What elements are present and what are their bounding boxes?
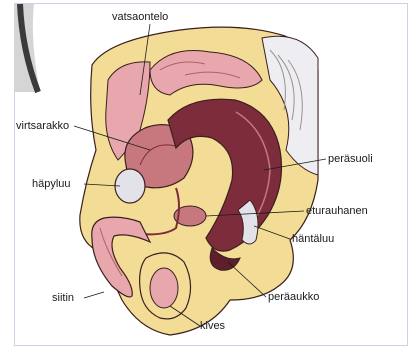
label-vatsaontelo: vatsaontelo <box>112 11 168 23</box>
label-perasuoli: peräsuoli <box>328 153 373 165</box>
label-eturauhanen: eturauhanen <box>306 205 368 217</box>
testis <box>150 268 178 308</box>
leader-siitin <box>84 292 104 298</box>
label-hapyluu: häpyluu <box>32 178 71 190</box>
label-kives: kives <box>200 320 225 332</box>
label-hantaluu: häntäluu <box>292 233 334 245</box>
label-virtsarakko: virtsarakko <box>16 120 69 132</box>
label-peraaukko: peräaukko <box>268 291 319 303</box>
label-siitin: siitin <box>52 292 74 304</box>
